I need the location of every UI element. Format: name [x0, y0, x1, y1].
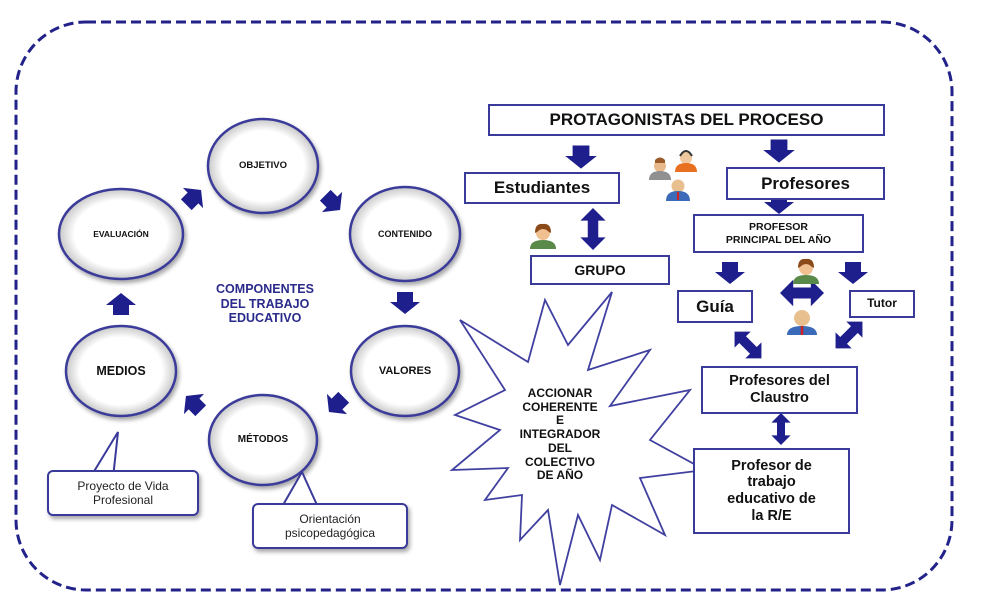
- teacher-icon: [787, 310, 817, 335]
- profesor-re-line-4: la R/E: [751, 507, 792, 524]
- starburst-line-3: E: [555, 413, 564, 428]
- cycle-title-line-1: COMPONENTES: [216, 282, 314, 297]
- claustro-box: Profesores del Claustro: [701, 366, 858, 414]
- arrow-evaluacion-objetivo: [176, 179, 212, 215]
- node-objetivo: OBJETIVO: [238, 159, 288, 171]
- starburst-line-5: DEL: [548, 440, 572, 455]
- estudiantes-box: Estudiantes: [464, 172, 620, 204]
- callout-proyecto: Proyecto de Vida Profesional: [47, 470, 199, 516]
- starburst-line-7: DE AÑO: [536, 468, 584, 483]
- cycle-title: COMPONENTES DEL TRABAJO EDUCATIVO: [195, 278, 335, 330]
- node-objetivo-shape: [206, 117, 320, 215]
- tutor-box: Tutor: [849, 290, 915, 318]
- starburst-text: ACCIONAR COHERENTE E INTEGRADOR DEL COLE…: [505, 380, 615, 490]
- arrow-tutor-claustro: [827, 313, 871, 357]
- arrow-guia-claustro: [726, 323, 770, 367]
- cycle-title-line-3: EDUCATIVO: [228, 311, 302, 326]
- arrow-medios-evaluacion: [106, 293, 136, 315]
- node-valores-shape: [349, 324, 461, 418]
- node-evaluacion: EVALUACIÓN: [93, 229, 149, 240]
- arrow-to-guia: [715, 262, 745, 284]
- arrow-objetivo-contenido: [315, 185, 351, 221]
- node-contenido-shape: [348, 185, 462, 283]
- node-contenido: CONTENIDO: [378, 228, 432, 239]
- profesor-re-box: Profesor de trabajo educativo de la R/E: [693, 448, 850, 534]
- profesor-principal-line-2: PRINCIPAL DEL AÑO: [725, 233, 832, 246]
- arrow-metodos-medios: [175, 385, 211, 421]
- node-valores: VALORES: [378, 364, 432, 377]
- cycle-title-line-2: DEL TRABAJO: [220, 296, 310, 311]
- node-metodos-shape: [207, 393, 319, 487]
- tutor-icon: [793, 258, 819, 284]
- arrow-to-estudiantes: [565, 145, 597, 169]
- profesor-re-line-3: educativo de: [727, 491, 816, 507]
- arrow-estudiantes-grupo: [580, 208, 606, 250]
- node-evaluacion-shape: [57, 187, 185, 281]
- arrow-valores-metodos: [318, 387, 354, 423]
- profesor-principal-box: PROFESOR PRINCIPAL DEL AÑO: [693, 214, 864, 253]
- claustro-line-2: Claustro: [750, 390, 809, 406]
- profesor-re-line-2: trabajo: [747, 474, 796, 491]
- profesor-principal-line-1: PROFESOR: [749, 221, 808, 234]
- node-medios-shape: [64, 324, 178, 418]
- profesor-re-line-1: Profesor de: [731, 457, 812, 474]
- outer-dashed-border: [14, 20, 954, 592]
- arrow-claustro-re: [771, 413, 791, 445]
- people-group-icon: [649, 150, 697, 201]
- starburst-line-4: INTEGRADOR: [519, 427, 601, 442]
- starburst-line-6: COLECTIVO: [524, 454, 595, 469]
- profesores-box: Profesores: [726, 167, 885, 200]
- student-icon: [530, 223, 556, 249]
- protagonistas-title-box: PROTAGONISTAS DEL PROCESO: [488, 104, 885, 136]
- arrow-to-tutor: [838, 262, 868, 284]
- node-medios: MEDIOS: [96, 363, 146, 378]
- claustro-line-1: Profesores del: [729, 373, 830, 390]
- starburst-line-2: COHERENTE: [522, 399, 598, 414]
- node-metodos: MÉTODOS: [237, 434, 289, 446]
- arrow-to-profesores: [763, 139, 795, 163]
- guia-box: Guía: [677, 290, 753, 323]
- grupo-box: GRUPO: [530, 255, 670, 285]
- callout-orientacion: Orientación psicopedagógica: [252, 503, 408, 549]
- arrow-contenido-valores: [390, 292, 420, 314]
- starburst-shape: [449, 291, 708, 586]
- starburst-line-1: ACCIONAR: [527, 385, 593, 400]
